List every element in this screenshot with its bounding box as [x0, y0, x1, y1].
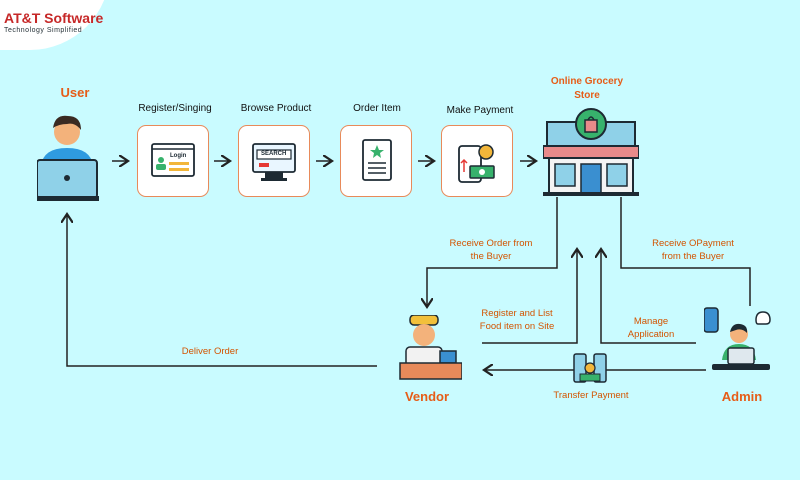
step-box-browse: SEARCH — [238, 125, 310, 197]
logo-title: AT&T Software — [4, 10, 104, 26]
flow-label-deliver: Deliver Order — [181, 346, 239, 357]
step-label-browse: Browse Product — [240, 103, 312, 114]
user-illustration — [29, 110, 105, 207]
step-box-register: Login — [137, 125, 209, 197]
monitor-search-icon — [252, 143, 296, 181]
search-icon-text: SEARCH — [261, 151, 287, 157]
flow-label-receive-order: Receive Order from the Buyer — [449, 238, 533, 262]
grocery-store-illustration — [542, 108, 640, 203]
vendor-label: Vendor — [404, 389, 450, 404]
vendor-illustration — [398, 314, 463, 388]
user-label: User — [60, 85, 90, 100]
flow-label-register-list: Register and List Food item on Site — [479, 308, 555, 332]
flow-label-receive-payment: Receive OPayment from the Buyer — [652, 238, 734, 262]
step-box-order — [340, 125, 412, 197]
logo-subtitle: Technology Simplified — [4, 27, 83, 34]
order-list-icon — [362, 139, 392, 181]
payment-icon — [458, 144, 495, 183]
step-label-payment: Make Payment — [446, 105, 514, 116]
admin-illustration — [703, 306, 774, 381]
step-box-payment — [441, 125, 513, 197]
flow-label-manage: Manage Application — [627, 316, 675, 340]
transfer-payment-icon — [572, 352, 608, 391]
flow-label-transfer: Transfer Payment — [553, 390, 629, 401]
login-icon-text: Login — [170, 153, 187, 159]
admin-label: Admin — [721, 389, 763, 404]
step-label-register: Register/Singing — [138, 103, 212, 114]
step-label-order: Order Item — [353, 103, 401, 114]
login-icon — [151, 143, 195, 177]
store-label: Online Grocery Store — [550, 76, 624, 101]
